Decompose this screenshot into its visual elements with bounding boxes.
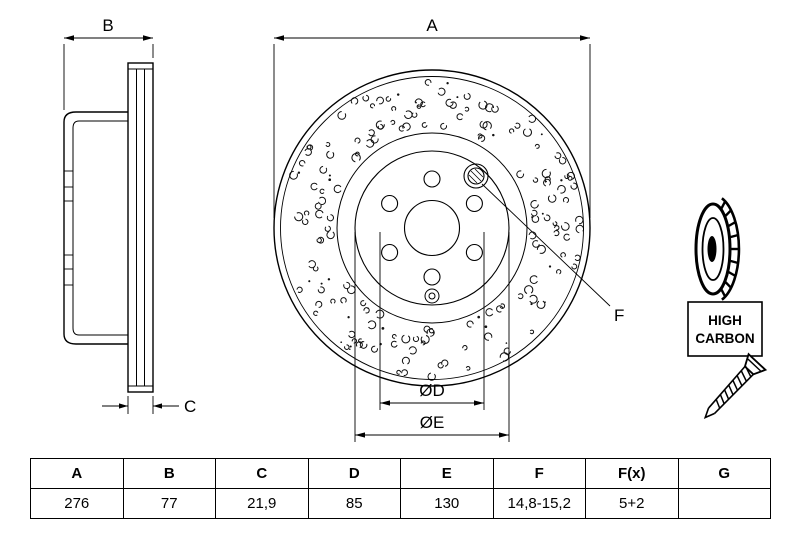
friction-band-inner-circle — [336, 132, 528, 324]
badge-line-1: HIGH — [708, 313, 742, 328]
dim-label-c: C — [184, 397, 196, 416]
table-value-c: 21,9 — [215, 488, 309, 519]
dim-label-oe: ØE — [420, 413, 445, 432]
section-face-ticks — [64, 170, 73, 286]
brake-disc-drawing: A B C ØD ØE F HIGH CARBON — [63, 16, 768, 442]
dim-label-a: A — [426, 16, 438, 35]
section-hat-inner — [72, 120, 128, 336]
dim-label-f: F — [614, 306, 624, 325]
table-value-f: 14,8-15,2 — [492, 488, 586, 519]
table-header-b: B — [122, 458, 216, 489]
brake-disc-icon — [694, 197, 741, 301]
table-header-fx: F(x) — [585, 458, 679, 489]
dimension-labels: A B C ØD ØE F — [102, 16, 624, 432]
front-view — [273, 69, 591, 387]
table-value-a: 276 — [30, 488, 124, 519]
countersunk-screw-icon — [703, 352, 768, 419]
pin-hole-f — [463, 163, 489, 189]
dimension-lines — [63, 37, 611, 442]
table-value-e: 130 — [400, 488, 494, 519]
table-value-d: 85 — [307, 488, 401, 519]
table-header-d: D — [307, 458, 401, 489]
table-header-a: A — [30, 458, 124, 489]
disc-outer-circle — [273, 69, 591, 387]
dim-label-b: B — [102, 16, 113, 35]
small-pin-hole — [424, 288, 440, 304]
badge-line-2: CARBON — [695, 331, 754, 346]
disc-chamfer-circle — [280, 76, 584, 380]
section-view — [63, 62, 154, 393]
f-leader-line — [481, 183, 611, 307]
section-friction-ring — [127, 62, 154, 393]
dim-label-od: ØD — [419, 381, 445, 400]
table-header-f: F — [492, 458, 586, 489]
high-carbon-badge: HIGH CARBON — [687, 301, 763, 357]
table-header-c: C — [215, 458, 309, 489]
dimension-arrowheads — [64, 35, 590, 438]
table-value-row: 276 77 21,9 85 130 14,8-15,2 5+2 — [30, 488, 771, 519]
table-header-e: E — [400, 458, 494, 489]
center-bore — [403, 199, 461, 257]
dimension-table: A B C D E F F(x) G 276 77 21,9 85 130 14… — [30, 458, 771, 519]
table-header-g: G — [677, 458, 771, 489]
table-value-g — [677, 488, 771, 519]
disc-icon-vent-slots — [719, 200, 739, 298]
friction-surface-speckles — [289, 79, 585, 381]
hub-circle — [354, 150, 510, 306]
bolt-holes — [381, 170, 483, 286]
table-header-row: A B C D E F F(x) G — [30, 458, 771, 489]
screw-thread-lines — [715, 365, 752, 409]
section-hat-outer — [63, 111, 128, 345]
table-value-b: 77 — [122, 488, 216, 519]
table-value-fx: 5+2 — [585, 488, 679, 519]
